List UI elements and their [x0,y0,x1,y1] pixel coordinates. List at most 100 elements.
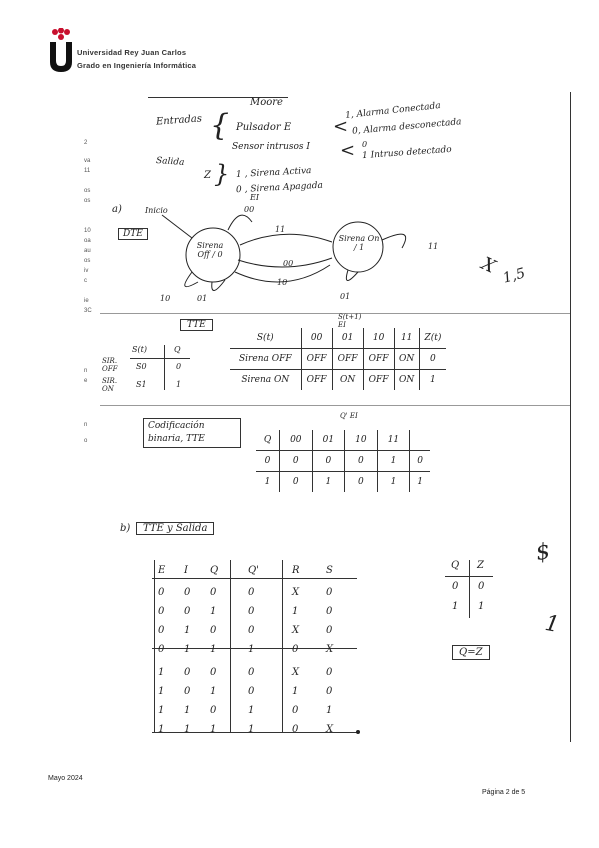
truth-cell-r1-c1: 0 [184,606,191,617]
pulsador-1: 1, Alarma Conectada [344,101,442,121]
qz-r0-q: 0 [452,581,459,592]
salida-label: Salida [155,156,185,168]
truth-cell-r4-c0: 1 [158,667,165,678]
sensor-1: 1 Intruso detectado [361,144,453,162]
truth-header-1: I [184,565,188,576]
tte-big-h5: Z(t) [418,328,446,349]
truth-cell-r4-c4: X [292,667,300,678]
truth-cell-r6-c2: 0 [210,705,217,716]
tte-small-r1-s: S1 [136,380,147,389]
pulsador-label: Pulsador E [236,122,292,133]
truth-header-3: Q' [248,565,259,576]
truth-cell-r7-c1: 1 [184,724,191,735]
margin-x-mark: X [478,253,499,278]
frag-11: ie [84,298,89,304]
tte-big-r1c3: OFF [362,369,395,390]
truth-cell-r4-c1: 0 [184,667,191,678]
tte-bin-h3: 10 [344,430,378,451]
entradas-label: Entradas [155,113,203,128]
frag-6: oa [84,238,91,244]
tte-bin-r1c1: 0 [279,471,313,492]
label-00-mid: 00 [283,259,294,268]
label-10-left: 10 [160,294,171,303]
truth-cell-r5-c0: 1 [158,686,165,697]
tte-big-table: S(t) 00 01 10 11 Z(t) Sirena OFF OFF OFF… [230,328,446,390]
tte-bin-r1c0: 1 [256,471,281,492]
truth-cell-r1-c4: 1 [292,606,299,617]
tte-big-h4: 11 [393,328,420,349]
tte-big-r1c4: ON [393,369,420,390]
separator-2 [100,405,570,406]
truth-cell-r5-c4: 1 [292,686,299,697]
tte-bin-r0c0: 0 [256,450,281,472]
frag-7: au [84,248,91,254]
dte-label: DTE [118,228,148,240]
frag-0: 2 [84,140,88,146]
truth-cell-r2-c0: 0 [158,625,165,636]
university-name: Universidad Rey Juan Carlos [77,48,187,57]
truth-cell-r5-c1: 0 [184,686,191,697]
moore-title: Moore [250,97,283,108]
tte-big-r1c1: OFF [300,369,333,390]
tte-bin-r0c4: 1 [376,450,411,472]
truth-cell-r3-c0: 0 [158,644,165,655]
truth-cell-r3-c5: X [326,644,334,655]
tte-label: TTE [180,319,213,331]
state-diagram [161,214,407,291]
footer-page: Página 2 de 5 [482,789,526,796]
right-margin-line [570,92,571,742]
tte-bin-h0: Q [256,430,281,451]
truth-header-0: E [158,565,166,576]
tte-big-r0c4: ON [393,348,420,370]
tte-small-r0-label: SIR. OFF [102,357,118,373]
qz-h-z: Z [477,560,484,571]
tte-big-r0c0: Sirena OFF [230,348,302,370]
truth-cell-r2-c3: 0 [248,625,255,636]
tte-big-h1: 00 [300,328,333,349]
tte-bin-r0c1: 0 [279,450,313,472]
truth-cell-r3-c1: 1 [184,644,191,655]
frag-12: 3C [84,308,92,314]
label-10-mid: 10 [277,278,288,287]
truth-cell-r2-c1: 1 [184,625,191,636]
frag-1: va [84,158,91,164]
truth-cell-r5-c5: 0 [326,686,333,697]
truth-cell-r4-c3: 0 [248,667,255,678]
truth-hline-top [152,578,357,579]
truth-cell-r6-c5: 1 [326,705,333,716]
tte-bin-h4: 11 [376,430,411,451]
truth-hline-bottom [152,732,357,733]
frag-13: n [84,368,88,374]
tte-bin-r1c3: 0 [344,471,378,492]
sensor-0: 0 [362,140,368,149]
tte-bin-h1: 00 [279,430,313,451]
tte-small-r1-q: 1 [176,380,182,389]
qz-h-q: Q [451,560,460,571]
qz-r1-z: 1 [478,601,485,612]
truth-cell-r3-c3: 1 [248,644,255,655]
truth-cell-r6-c1: 1 [184,705,191,716]
tte-big-super: S(t+1) EI [338,313,362,329]
truth-cell-r2-c5: 0 [326,625,333,636]
tt-salida-label: TTE y Salida [136,522,215,535]
tte-bin-r0c5: 0 [409,450,430,472]
truth-cell-r0-c3: 0 [248,587,255,598]
tte-small-r1-label: SIR. ON [102,377,118,393]
truth-header-4: R [292,565,300,576]
label-00-self: 00 [244,205,255,214]
ei-label: EI [250,193,259,202]
frag-3: os [84,188,91,194]
degree-name: Grado en Ingeniería Informática [77,61,197,70]
part-b-label: b) [120,523,131,534]
truth-cell-r1-c3: 0 [248,606,255,617]
qz-r1-q: 1 [452,601,459,612]
truth-cell-r7-c3: 1 [248,724,255,735]
truth-hline-mid [152,648,357,649]
tte-small-h-st: S(t) [132,345,147,354]
frag-10: c [84,278,87,284]
frag-15: n [84,422,88,428]
tte-big-r0c2: OFF [331,348,364,370]
truth-cell-r2-c4: X [292,625,300,636]
tte-big-r0c3: OFF [362,348,395,370]
truth-cell-r3-c2: 1 [210,644,217,655]
